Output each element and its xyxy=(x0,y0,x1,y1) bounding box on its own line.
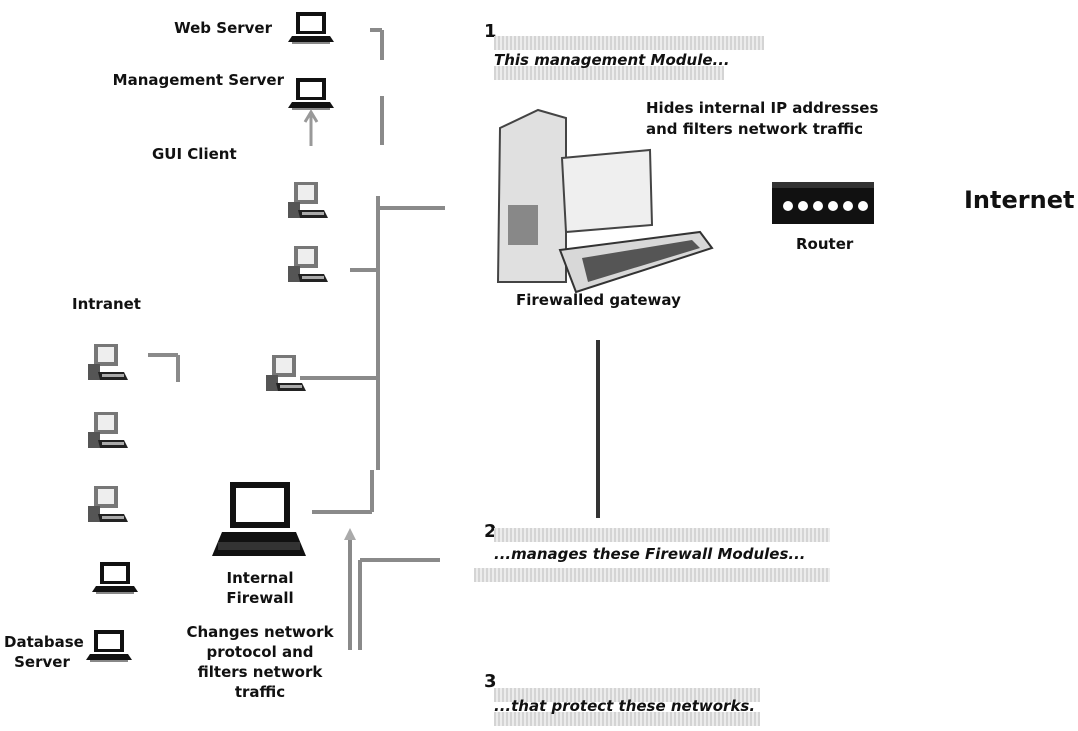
step-1-text: This management Module... xyxy=(494,51,730,69)
gui-client-desktop-icon xyxy=(288,182,328,218)
database-server-laptop-icon xyxy=(86,630,132,662)
internal-desc-line4: traffic xyxy=(234,683,286,701)
firewalled-gateway-icon xyxy=(496,108,714,294)
intranet-desktop-icon-1 xyxy=(88,344,128,380)
step-3: 3 ...that protect these networks. xyxy=(484,671,760,726)
step-2-number: 2 xyxy=(484,521,497,542)
gateway-desc-line1: Hides internal IP addresses xyxy=(646,99,879,117)
step-3-number: 3 xyxy=(484,671,497,692)
step-3-text: ...that protect these networks. xyxy=(494,697,756,715)
intranet-label: Intranet xyxy=(72,295,141,313)
internal-desc-line2: protocol and xyxy=(206,643,314,661)
step-1: 1 This management Module... xyxy=(484,21,764,80)
step-1-number: 1 xyxy=(484,21,497,42)
intranet-laptop-icon xyxy=(92,562,138,594)
intranet-desktop-icon-2 xyxy=(88,412,128,448)
internet-label: Internet xyxy=(964,186,1075,214)
gateway-desc-line2: and filters network traffic xyxy=(646,120,864,138)
step-2-text: ...manages these Firewall Modules... xyxy=(494,545,806,563)
internal-desc-line3: filters network xyxy=(197,663,323,681)
gui-client-label: GUI Client xyxy=(152,145,237,163)
intranet-desktop-icon-dark xyxy=(266,355,306,391)
web-server-laptop-icon xyxy=(288,12,334,44)
internal-firewall-label-line1: Internal xyxy=(226,569,294,587)
step-2: 2 ...manages these Firewall Modules... xyxy=(474,521,830,582)
database-server-label-line2: Server xyxy=(14,653,70,671)
arrow-up-icon xyxy=(344,528,356,540)
management-server-label: Management Server xyxy=(112,71,284,89)
up-arrow-icon xyxy=(303,109,319,146)
firewalled-gateway-label: Firewalled gateway xyxy=(516,291,681,309)
intranet-desktop-icon-3 xyxy=(88,486,128,522)
gui-client-desktop-icon-2 xyxy=(288,246,328,282)
web-server-label: Web Server xyxy=(174,19,272,37)
internal-desc-line1: Changes network xyxy=(186,623,334,641)
router-icon xyxy=(772,182,874,224)
internal-firewall-label-line2: Firewall xyxy=(226,589,294,607)
router-label: Router xyxy=(796,235,854,253)
management-server-laptop-icon xyxy=(288,78,334,110)
network-lines xyxy=(148,28,445,650)
database-server-label-line1: Database xyxy=(4,633,84,651)
internal-firewall-laptop-icon xyxy=(212,482,306,556)
